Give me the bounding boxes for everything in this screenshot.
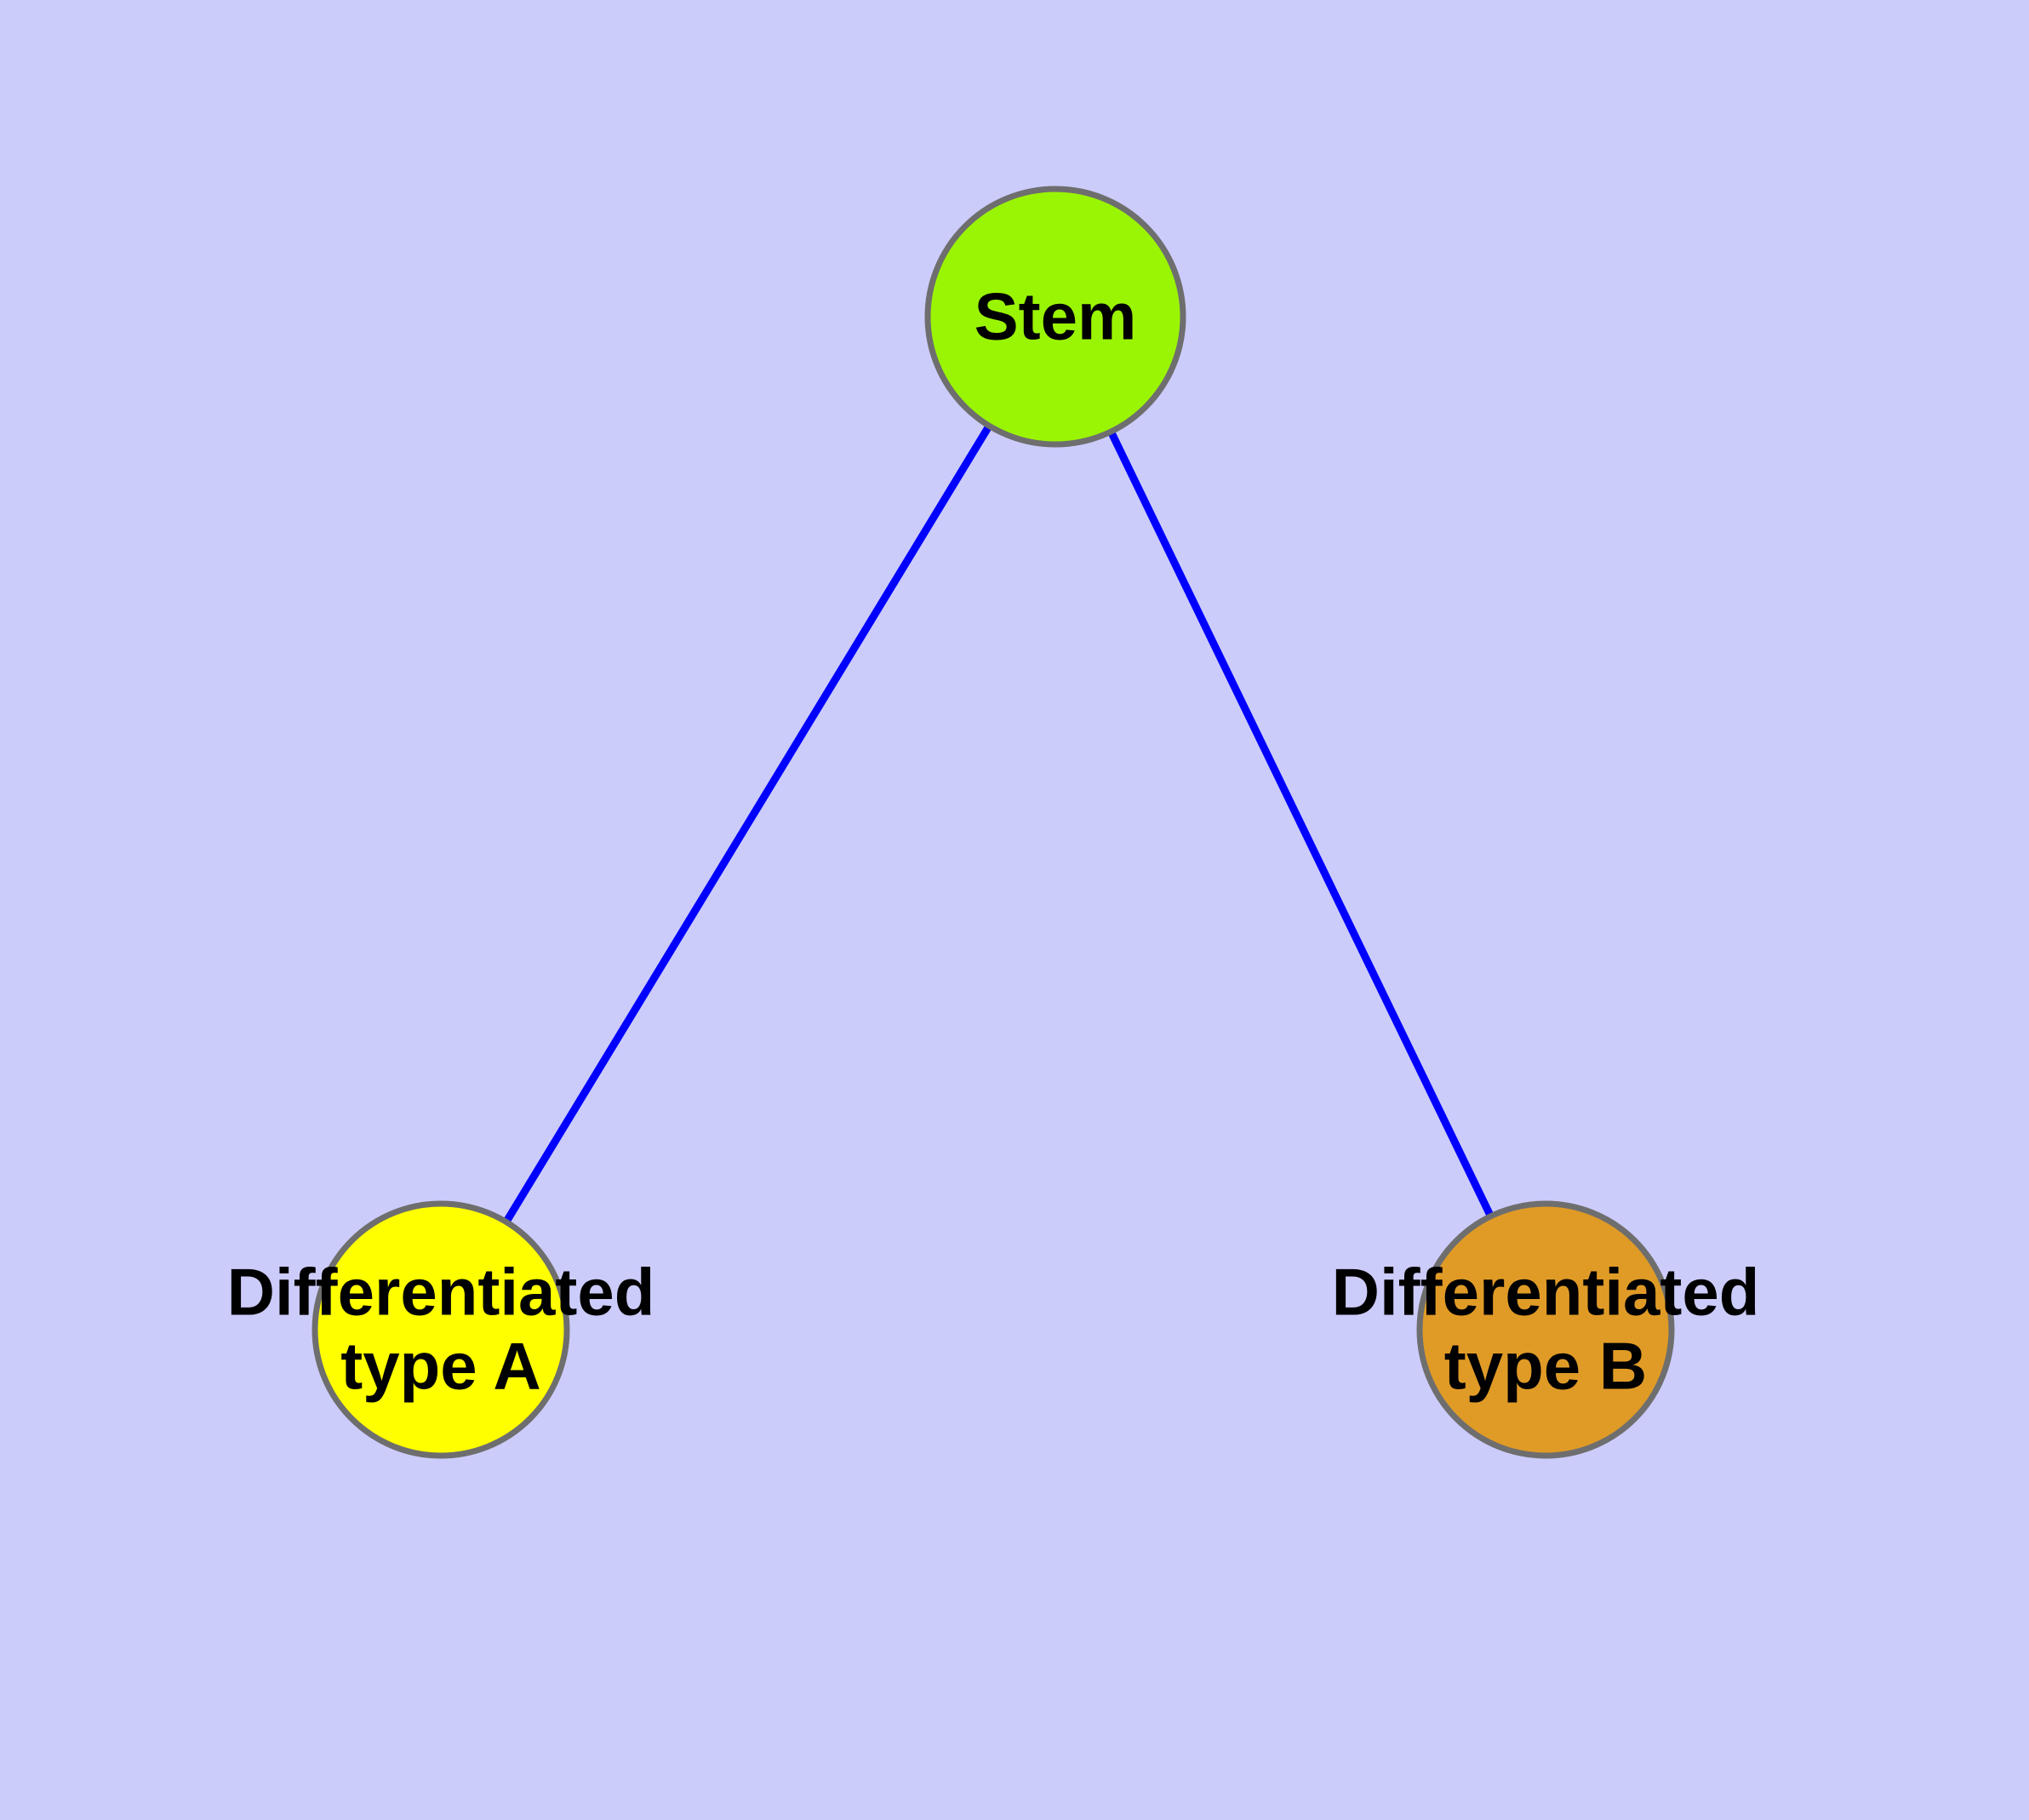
graph-node-diff-b[interactable]: [1416, 1200, 1675, 1459]
edge-layer: [437, 314, 1550, 1332]
graph-edge[interactable]: [1051, 315, 1550, 1331]
graph-node-stem[interactable]: [924, 186, 1186, 448]
graph-node-diff-a[interactable]: [311, 1200, 570, 1459]
node-layer: [311, 186, 1675, 1459]
graph-edge[interactable]: [437, 314, 1059, 1332]
